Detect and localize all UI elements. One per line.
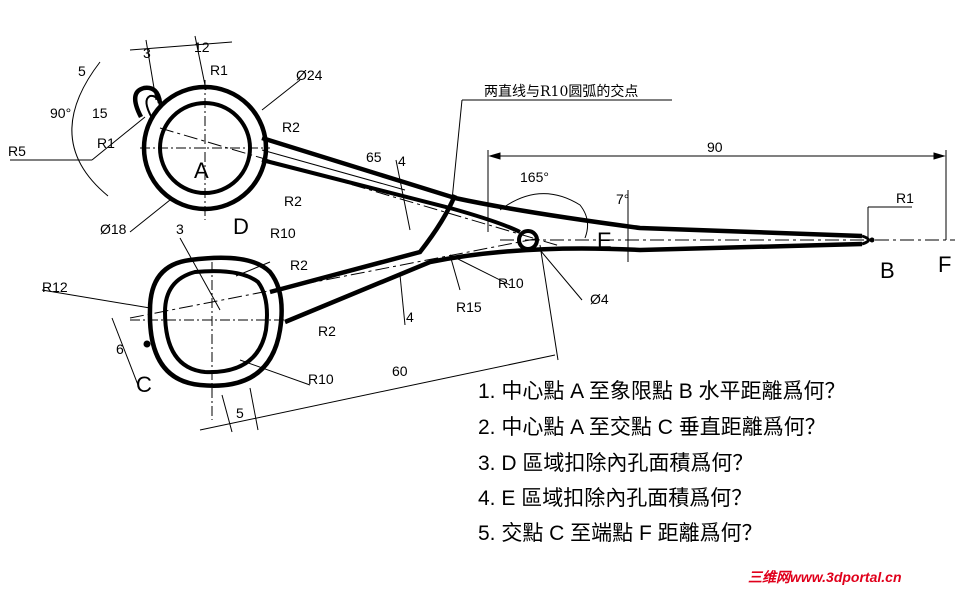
point-d-label: D [233,214,249,239]
point-c-label: C [136,372,152,397]
dim-165-angle: 165° [520,169,549,185]
dim-r1-top: R1 [210,62,228,78]
dim-4-low: 4 [406,309,414,325]
dim-r15: R15 [456,299,482,315]
dim-r10-low: R10 [308,371,334,387]
intersection-note: 两直线与R10圆弧的交点 [484,83,638,100]
dim-4-top: 4 [398,153,406,169]
dim-r2-a: R2 [282,119,300,135]
dim-90-angle: 90° [50,105,71,121]
dim-5-low: 5 [236,405,244,421]
dim-r2-d: R2 [318,323,336,339]
dim-d4-hole: Ø4 [590,291,609,307]
question-5: 5. 交點 C 至端點 F 距離爲何？ [478,522,763,545]
dim-r2-c: R2 [290,257,308,273]
point-b-marker [869,237,875,243]
question-2: 2. 中心點 A 至交點 C 垂直距離爲何？ [478,416,826,439]
point-c-marker [143,340,151,348]
dim-r10-mid: R10 [498,275,524,291]
dim-15: 15 [92,105,108,121]
dim-90: 90 [707,139,723,155]
dim-r10-top: R10 [270,225,296,241]
question-4: 4. E 區域扣除內孔面積爲何？ [478,487,752,510]
point-b-label: B [880,258,895,283]
dim-d24: Ø24 [296,67,323,83]
dim-r1-left: R1 [97,135,115,151]
dim-12: 12 [194,39,210,55]
watermark-text: 三维网www.3dportal.cn [748,569,902,585]
dim-r12: R12 [42,279,68,295]
dim-6: 6 [116,341,124,357]
point-e-label: E [597,228,612,253]
question-1: 1. 中心點 A 至象限點 B 水平距離爲何？ [478,380,846,403]
dim-r2-b: R2 [284,193,302,209]
dim-r1-right: R1 [896,190,914,206]
dim-3-top: 3 [143,45,151,61]
dim-65: 65 [366,149,382,165]
dim-d18: Ø18 [100,221,127,237]
dim-60: 60 [392,363,408,379]
dim-3-mid: 3 [176,221,184,237]
dim-5-left: 5 [78,63,86,79]
dim-r5: R5 [8,143,26,159]
question-3: 3. D 區域扣除內孔面積爲何？ [478,452,753,475]
construction-lines [10,35,955,433]
point-f-label: F [938,252,951,277]
point-a-label: A [194,158,209,183]
dim-7-angle: 7° [616,191,629,207]
